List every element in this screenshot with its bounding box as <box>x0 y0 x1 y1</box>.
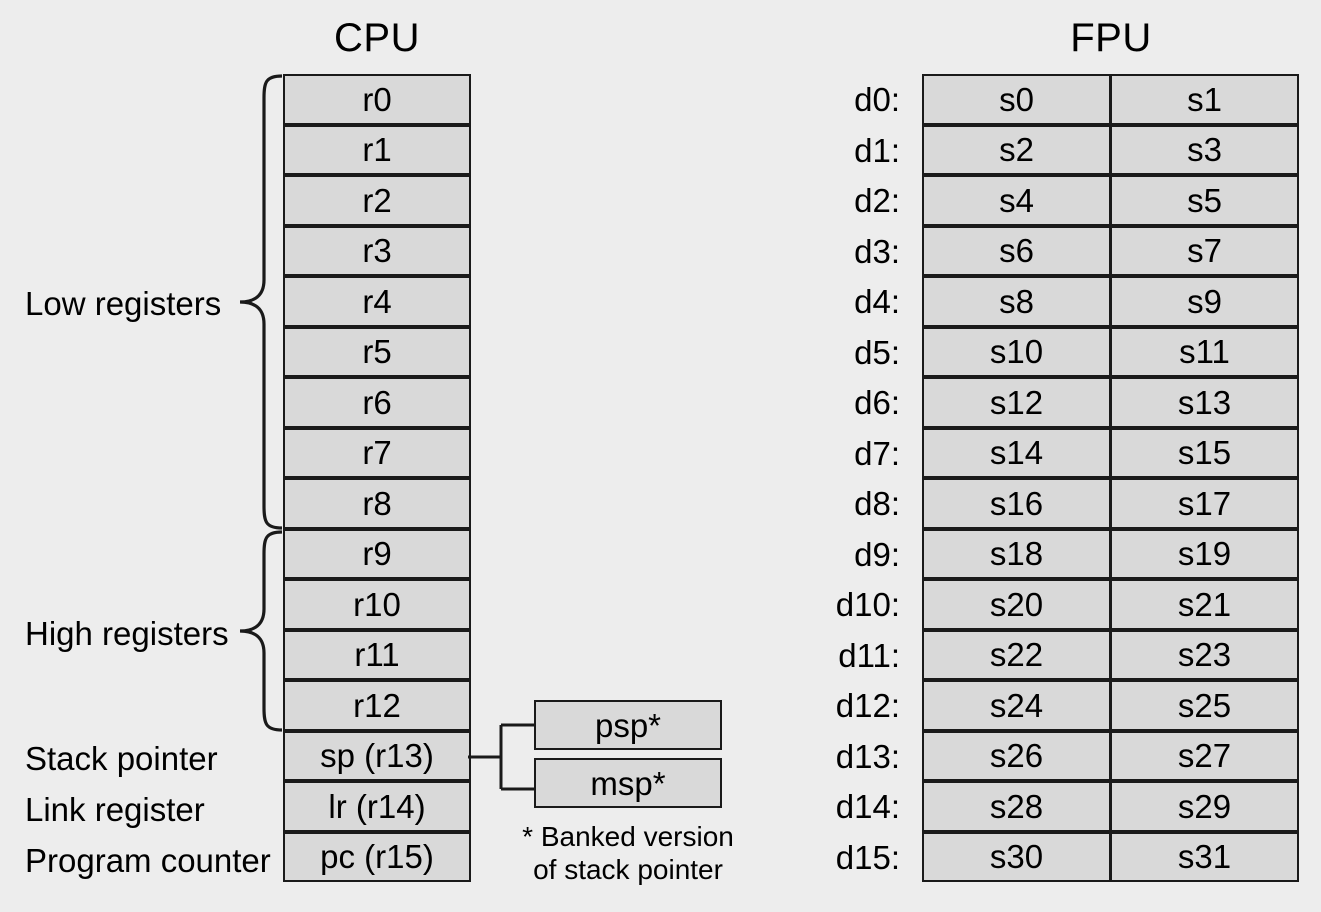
fpu-register-s18[interactable]: s18 <box>922 528 1111 579</box>
high-registers-brace <box>238 530 282 732</box>
fpu-register-s13[interactable]: s13 <box>1110 377 1299 428</box>
fpu-dlabel-d8: d8: <box>854 485 900 522</box>
fpu-register-s7[interactable]: s7 <box>1110 225 1299 276</box>
cpu-register-r5[interactable]: r5 <box>283 326 471 377</box>
cpu-register-r0[interactable]: r0 <box>283 74 471 125</box>
cpu-title: CPU <box>334 16 420 60</box>
cpu-register-column: r0 r1 r2 r3 r4 r5 r6 r7 r8 r9 r10 r11 r1… <box>283 74 471 882</box>
fpu-register-s31[interactable]: s31 <box>1110 831 1299 882</box>
fpu-register-s2[interactable]: s2 <box>922 124 1111 175</box>
cpu-register-r1[interactable]: r1 <box>283 124 471 175</box>
cpu-register-r3[interactable]: r3 <box>283 225 471 276</box>
fpu-register-s30[interactable]: s30 <box>922 831 1111 882</box>
fpu-register-s16[interactable]: s16 <box>922 478 1111 529</box>
cpu-register-lr[interactable]: lr (r14) <box>283 781 471 832</box>
msp-register-box[interactable]: msp* <box>534 758 722 808</box>
cpu-register-sp[interactable]: sp (r13) <box>283 730 471 781</box>
fpu-register-s0[interactable]: s0 <box>922 74 1111 125</box>
fpu-dlabel-d5: d5: <box>854 333 900 371</box>
psp-register-box[interactable]: psp* <box>534 700 722 750</box>
cpu-register-r8[interactable]: r8 <box>283 478 471 529</box>
label-high-registers: High registers <box>25 615 229 652</box>
label-link-register: Link register <box>25 791 205 828</box>
cpu-register-r6[interactable]: r6 <box>283 377 471 428</box>
fpu-dlabel-d0: d0: <box>854 81 900 118</box>
fpu-register-s17[interactable]: s17 <box>1110 478 1299 529</box>
fpu-dlabel-d10: d10: <box>835 586 900 623</box>
cpu-register-r10[interactable]: r10 <box>283 579 471 630</box>
fpu-register-s4[interactable]: s4 <box>922 175 1111 226</box>
low-registers-brace <box>238 74 282 530</box>
fpu-register-s12[interactable]: s12 <box>922 377 1111 428</box>
fpu-register-s10[interactable]: s10 <box>922 326 1111 377</box>
fpu-register-s23[interactable]: s23 <box>1110 629 1299 680</box>
label-program-counter: Program counter <box>25 842 271 879</box>
fpu-register-s27[interactable]: s27 <box>1110 730 1299 781</box>
fpu-register-s28[interactable]: s28 <box>922 781 1111 832</box>
fpu-register-s3[interactable]: s3 <box>1110 124 1299 175</box>
fpu-title: FPU <box>1070 16 1152 60</box>
fpu-register-s24[interactable]: s24 <box>922 680 1111 731</box>
fpu-register-s19[interactable]: s19 <box>1110 528 1299 579</box>
fpu-register-s8[interactable]: s8 <box>922 276 1111 327</box>
fpu-register-s25[interactable]: s25 <box>1110 680 1299 731</box>
fpu-register-s9[interactable]: s9 <box>1110 276 1299 327</box>
cpu-register-r7[interactable]: r7 <box>283 427 471 478</box>
banked-footnote-line-1: * Banked version <box>522 821 734 852</box>
fpu-dlabel-d2: d2: <box>854 182 900 219</box>
fpu-register-s22[interactable]: s22 <box>922 629 1111 680</box>
fpu-register-s6[interactable]: s6 <box>922 225 1111 276</box>
fpu-dlabel-d3: d3: <box>854 232 900 270</box>
fpu-dlabel-d13: d13: <box>835 737 900 775</box>
fpu-dlabel-d1: d1: <box>854 131 900 169</box>
cpu-register-r2[interactable]: r2 <box>283 175 471 226</box>
fpu-register-s15[interactable]: s15 <box>1110 427 1299 478</box>
fpu-register-s20[interactable]: s20 <box>922 579 1111 630</box>
fpu-dlabel-d12: d12: <box>835 687 900 724</box>
fpu-dlabel-d14: d14: <box>835 788 900 825</box>
fpu-dlabel-d4: d4: <box>854 283 900 320</box>
fpu-dlabel-d11: d11: <box>838 636 900 674</box>
banked-footnote: * Banked version of stack pointer <box>514 820 742 886</box>
fpu-dlabel-d6: d6: <box>854 384 900 421</box>
fpu-double-register-labels: d0: d1: d2: d3: d4: d5: d6: d7: d8: d9: … <box>760 74 900 882</box>
fpu-register-s21[interactable]: s21 <box>1110 579 1299 630</box>
cpu-register-r11[interactable]: r11 <box>283 629 471 680</box>
fpu-register-s5[interactable]: s5 <box>1110 175 1299 226</box>
fpu-register-s14[interactable]: s14 <box>922 427 1111 478</box>
label-low-registers: Low registers <box>25 285 222 322</box>
cpu-register-r4[interactable]: r4 <box>283 276 471 327</box>
fpu-register-s26[interactable]: s26 <box>922 730 1111 781</box>
cpu-register-pc[interactable]: pc (r15) <box>283 831 471 882</box>
cpu-register-r9[interactable]: r9 <box>283 528 471 579</box>
fpu-register-s1[interactable]: s1 <box>1110 74 1299 125</box>
label-stack-pointer: Stack pointer <box>25 740 218 777</box>
cpu-register-r12[interactable]: r12 <box>283 680 471 731</box>
fpu-register-table: s0 s1 s2 s3 s4 s5 s6 s7 s8 s9 s10 s11 s1… <box>922 74 1300 882</box>
fpu-register-s11[interactable]: s11 <box>1110 326 1299 377</box>
fpu-dlabel-d15: d15: <box>835 838 900 876</box>
banked-footnote-line-2: of stack pointer <box>533 854 723 885</box>
fpu-dlabel-d9: d9: <box>854 535 900 573</box>
stack-pointer-connector <box>468 698 538 792</box>
fpu-register-s29[interactable]: s29 <box>1110 781 1299 832</box>
fpu-dlabel-d7: d7: <box>854 434 900 472</box>
